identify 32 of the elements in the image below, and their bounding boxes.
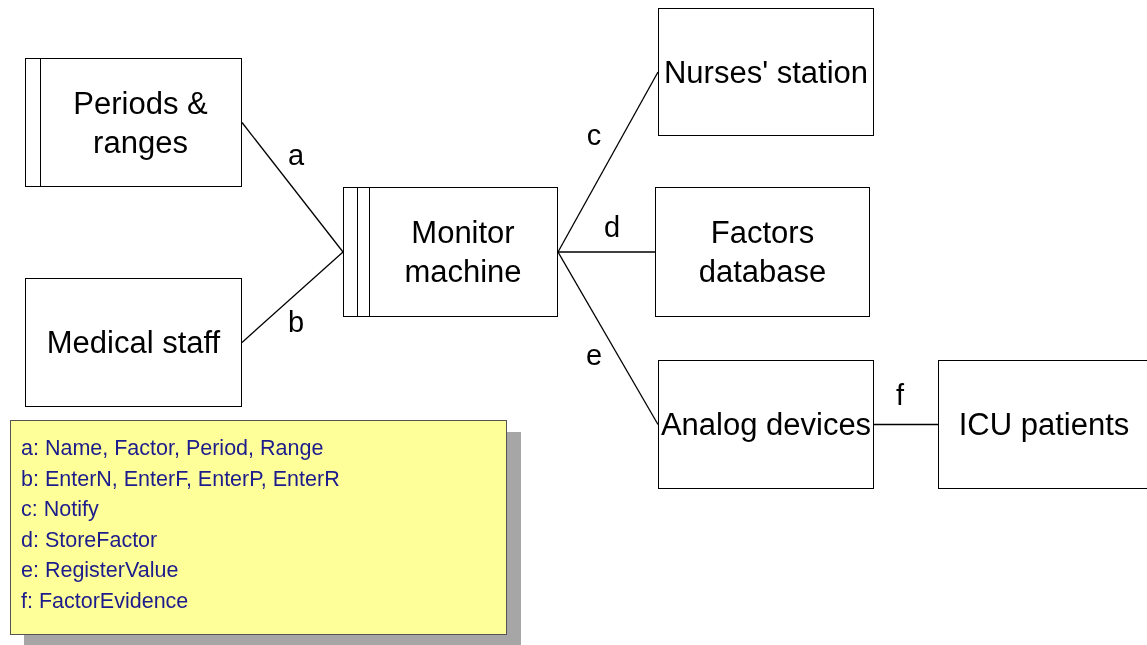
process-box	[658, 8, 874, 136]
edge-label: a	[287, 138, 305, 172]
note-text: e: RegisterValue	[21, 557, 180, 584]
note-text: d: StoreFactor	[21, 526, 159, 554]
box-label: Periods & ranges	[72, 84, 209, 162]
connector-line	[241, 251, 344, 344]
note-text: c: Notify	[21, 496, 100, 523]
edge-label: e	[585, 338, 603, 372]
connector-line	[557, 251, 659, 426]
note-text: b: EnterN, EnterF, EnterP, EnterR	[21, 465, 341, 493]
edge-label: c	[586, 118, 602, 152]
box-label: ICU patients	[958, 406, 1130, 444]
process-box	[658, 360, 874, 489]
process-box	[25, 278, 242, 407]
process-box	[25, 58, 242, 187]
edge-label: d	[603, 210, 621, 244]
note-text: a: Name, Factor, Period, Range	[21, 435, 325, 462]
connector-line	[241, 121, 344, 253]
connector-line	[557, 71, 659, 253]
box-label: Analog devices	[660, 406, 872, 444]
note-text: f: FactorEvidence	[21, 587, 190, 615]
process-box	[655, 187, 870, 317]
connector-line	[873, 423, 939, 426]
box-label: Nurses' station	[663, 53, 869, 92]
process-box	[343, 187, 558, 317]
edge-label: f	[895, 378, 905, 412]
process-box	[938, 360, 1147, 489]
box-label: Monitor machine	[403, 214, 523, 291]
connector-line	[557, 251, 656, 253]
box-label: Medical staff	[46, 324, 221, 362]
box-label: Factors database	[697, 214, 828, 291]
edge-label: b	[287, 305, 305, 339]
